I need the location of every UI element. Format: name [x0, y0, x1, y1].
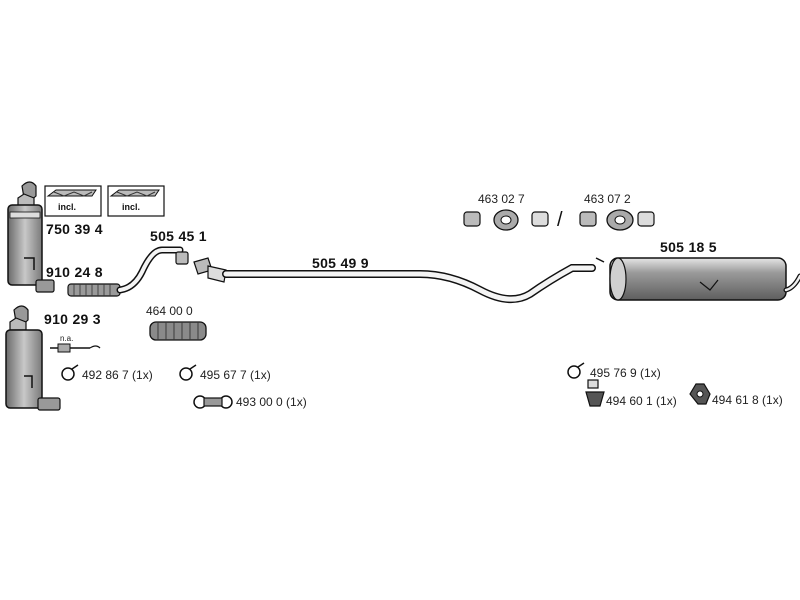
part-label-463072: 463 07 2	[584, 192, 631, 206]
part-label-494618: 494 61 8 (1x)	[712, 393, 783, 407]
included-gasket-box-1[interactable]	[44, 185, 102, 217]
incl-label-2: incl.	[122, 202, 141, 212]
included-gasket-box-2[interactable]	[107, 185, 165, 217]
part-label-495769: 495 76 9 (1x)	[590, 366, 661, 380]
part-label-910248: 910 24 8	[46, 264, 103, 280]
front-pipe[interactable]	[116, 246, 189, 294]
rubber-mount-icon-494618[interactable]	[689, 383, 711, 405]
flex-sleeve[interactable]	[149, 321, 207, 341]
part-label-495677: 495 67 7 (1x)	[200, 368, 271, 382]
rubber-mount-icon-494601[interactable]	[585, 379, 605, 407]
part-label-505499: 505 49 9	[312, 255, 369, 271]
rear-muffler[interactable]	[609, 257, 800, 301]
clamp-icon-495769[interactable]	[567, 362, 585, 379]
clamp-set-463027[interactable]	[463, 209, 549, 231]
clamp-set-463072[interactable]	[579, 209, 655, 231]
part-label-494601: 494 60 1 (1x)	[606, 394, 677, 408]
incl-label-1: incl.	[58, 202, 77, 212]
part-label-750394: 750 39 4	[46, 221, 103, 237]
hanger-icon-493000[interactable]	[193, 395, 233, 409]
part-label-505185: 505 18 5	[660, 239, 717, 255]
middle-pipe[interactable]	[222, 257, 605, 304]
oxygen-sensor[interactable]	[50, 343, 101, 353]
clamp-icon-492867[interactable]	[61, 364, 79, 381]
part-label-463027: 463 02 7	[478, 192, 525, 206]
part-label-464000: 464 00 0	[146, 304, 193, 318]
clamp-icon-495677[interactable]	[179, 364, 197, 381]
not-available-note: n.a.	[60, 334, 74, 343]
flex-pipe[interactable]	[67, 283, 121, 297]
part-label-493000: 493 00 0 (1x)	[236, 395, 307, 409]
part-label-910293: 910 29 3	[44, 311, 101, 327]
catalytic-converter-bottom[interactable]	[5, 305, 61, 411]
part-label-492867: 492 86 7 (1x)	[82, 368, 153, 382]
part-label-505451: 505 45 1	[150, 228, 207, 244]
alternative-separator: /	[557, 209, 563, 231]
front-joint-clamp[interactable]	[193, 257, 227, 283]
catalytic-converter-top[interactable]	[7, 181, 55, 293]
